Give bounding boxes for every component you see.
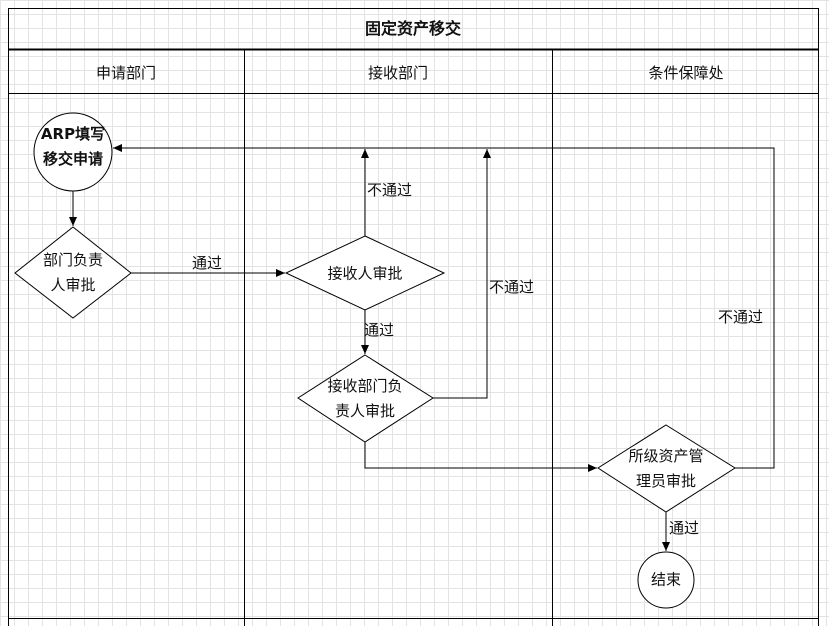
dept-head-line1: 部门负责 xyxy=(42,251,104,269)
start-node-line2: 移交申请 xyxy=(42,150,103,168)
receiver-line1: 接收人审批 xyxy=(327,264,403,283)
receiver-head-text: 接收部门负 责人审批 xyxy=(327,374,402,424)
start-node-text: ARP填写 移交申请 xyxy=(41,122,105,172)
edge-label-pass-1: 通过 xyxy=(192,254,223,272)
dept-head-text: 部门负责 人审批 xyxy=(43,248,103,298)
dept-head-line2: 人审批 xyxy=(50,276,96,294)
edge-label-pass-2: 通过 xyxy=(364,321,395,339)
lane-header-receiver: 接收部门 xyxy=(367,64,429,82)
asset-admin-line2: 理员审批 xyxy=(635,472,697,490)
receiver-head-line1: 接收部门负 xyxy=(327,377,403,395)
end-node xyxy=(637,551,695,609)
diagram-title: 固定资产移交 xyxy=(364,19,462,38)
end-node-line1: 结束 xyxy=(650,570,682,589)
edge-label-fail-receiver: 不通过 xyxy=(367,181,413,199)
start-node-line1: ARP填写 xyxy=(40,125,106,143)
lane-header-applicant: 申请部门 xyxy=(95,64,157,82)
asset-admin-line1: 所级资产管 xyxy=(628,447,704,465)
edge-label-fail-receiver-head: 不通过 xyxy=(489,278,535,296)
edge-label-pass-3: 通过 xyxy=(669,519,700,537)
edge-head-fail-up xyxy=(433,149,491,399)
asset-admin-text: 所级资产管 理员审批 xyxy=(628,444,703,494)
lane-header-logistics: 条件保障处 xyxy=(648,64,724,82)
edge-head-to-admin xyxy=(364,442,597,472)
receiver-head-line2: 责人审批 xyxy=(334,402,396,420)
end-node-text: 结束 xyxy=(651,568,681,593)
dept-head-decision xyxy=(14,226,132,319)
swimlane-frame xyxy=(8,8,819,626)
receiver-text: 接收人审批 xyxy=(327,262,402,287)
edge-admin-fail-back xyxy=(113,144,775,469)
edge-label-fail-admin: 不通过 xyxy=(718,308,764,326)
